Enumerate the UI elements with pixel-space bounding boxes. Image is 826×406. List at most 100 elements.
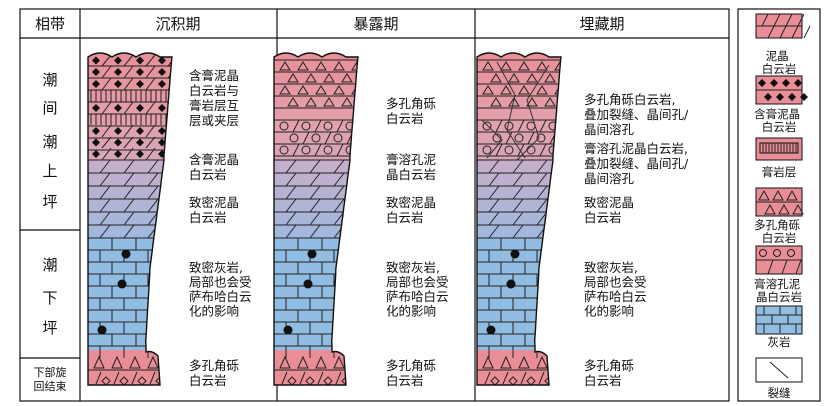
slash [314, 143, 322, 157]
slash [167, 54, 172, 67]
slash [123, 54, 134, 67]
dolomite-slash [171, 159, 172, 174]
slash [101, 124, 112, 138]
moldic-pore [504, 145, 514, 155]
breccia-clast [544, 97, 556, 107]
slash [123, 65, 134, 79]
legend-label-micrite-dolomite: 泥晶 白云岩 [762, 49, 797, 76]
dolomite-slash [99, 172, 111, 187]
dolomite-slash [560, 198, 561, 213]
dolomite-slash [123, 172, 135, 187]
slash [299, 371, 306, 385]
slash [145, 147, 156, 161]
slash [113, 371, 120, 385]
moldic-pore [301, 121, 311, 131]
slash [145, 77, 156, 91]
dolomite-slash [488, 198, 500, 213]
dolomite-slash [99, 185, 111, 200]
gypsum-nodule [114, 80, 122, 88]
gypsum-nodule [114, 127, 122, 135]
slash [505, 131, 513, 145]
dolomite-slash [171, 224, 172, 239]
legend-swatch-limestone [755, 305, 803, 335]
column-outline [273, 52, 359, 386]
fracture [496, 61, 526, 159]
breccia-clast [526, 97, 538, 107]
gypsum-nodule [158, 56, 166, 65]
descriptions-exposure: 多孔角砾 白云岩 膏溶孔泥 晶白云岩 致密泥晶 白云岩 致密灰岩, 局部也会受 … [386, 96, 449, 388]
column-outline [476, 52, 562, 386]
dolomite-slash [512, 224, 524, 239]
slash [167, 101, 172, 115]
slash [123, 124, 134, 138]
header-facies: 相带 [35, 15, 65, 33]
legend-swatch-gypsiferous-dolomite [755, 75, 808, 105]
fracture [516, 64, 550, 161]
descriptions-burial: 多孔角砾白云岩, 叠加裂缝、晶间孔/ 晶间溶孔 膏溶孔泥晶白云岩, 叠加裂缝、晶… [584, 92, 692, 388]
slash [335, 371, 342, 385]
slash [101, 54, 112, 67]
limestone-nodule [510, 249, 520, 259]
dolomite-slash [357, 159, 358, 174]
breccia-clast [279, 85, 291, 95]
slash [314, 119, 322, 133]
breccia-clast [490, 73, 502, 83]
slash [495, 143, 503, 157]
slash [95, 371, 102, 385]
dolomite-slash [285, 211, 297, 226]
dolomite-slash [309, 159, 321, 174]
moldic-pore [492, 133, 502, 143]
lithology-columns [87, 52, 562, 386]
legend-swatch-gypsum-moldic [755, 245, 803, 275]
breccia-clast [490, 376, 500, 385]
lithology-column-depositional [87, 52, 173, 386]
dolomite-slash [333, 198, 345, 213]
breccia-clast [315, 355, 327, 369]
breccia-clast [137, 376, 147, 385]
breccia-clast [500, 61, 512, 71]
slash [302, 131, 310, 145]
breccia-clast [315, 61, 327, 71]
header-exposure-stage: 暴露期 [353, 15, 398, 33]
breccia-clast [323, 376, 333, 385]
legend-label-limestone: 灰岩 [768, 335, 791, 349]
dolomite-slash [123, 159, 135, 174]
dolomite-slash [171, 185, 172, 200]
dolomite-slash [333, 172, 345, 187]
slash [359, 120, 365, 132]
table-header: 相带 沉积期 暴露期 埋藏期 [35, 15, 625, 33]
zone-supratidal-char: 坪 [42, 193, 57, 211]
dolomite-slash [147, 198, 159, 213]
dolomite-slash [99, 224, 111, 239]
breccia-clast [341, 97, 353, 107]
slash [123, 77, 134, 91]
slash [123, 101, 134, 115]
breccia-clast [119, 376, 129, 385]
dolomite-slash [357, 211, 358, 226]
gypsum-nodule [158, 138, 166, 147]
breccia-clast [297, 61, 309, 71]
breccia-clast [518, 85, 530, 95]
breccia-clast [287, 73, 299, 83]
breccia-clast [500, 85, 512, 95]
dolomite-slash [488, 211, 500, 226]
dolomite-slash [99, 211, 111, 226]
breccia-clast [490, 97, 502, 107]
slash [123, 136, 134, 149]
slash [359, 144, 365, 156]
gypsum-nodule [136, 104, 144, 112]
desc-gypsum-moldic-dolomite: 膏溶孔泥 晶白云岩 [386, 152, 440, 182]
slash [292, 143, 300, 157]
gypsum-nodule [136, 150, 144, 158]
breccia-clast [536, 85, 548, 95]
zone-subtidal-char: 坪 [42, 319, 57, 337]
dolomite-slash [333, 159, 345, 174]
gypsum-nodule [92, 138, 100, 147]
slash [167, 136, 172, 149]
breccia-clast [333, 85, 345, 95]
desc-fractured-breccia: 多孔角砾白云岩, 叠加裂缝、晶间孔/ 晶间溶孔 [584, 92, 692, 137]
dolomite-slash [357, 198, 358, 213]
moldic-pore [279, 145, 289, 155]
